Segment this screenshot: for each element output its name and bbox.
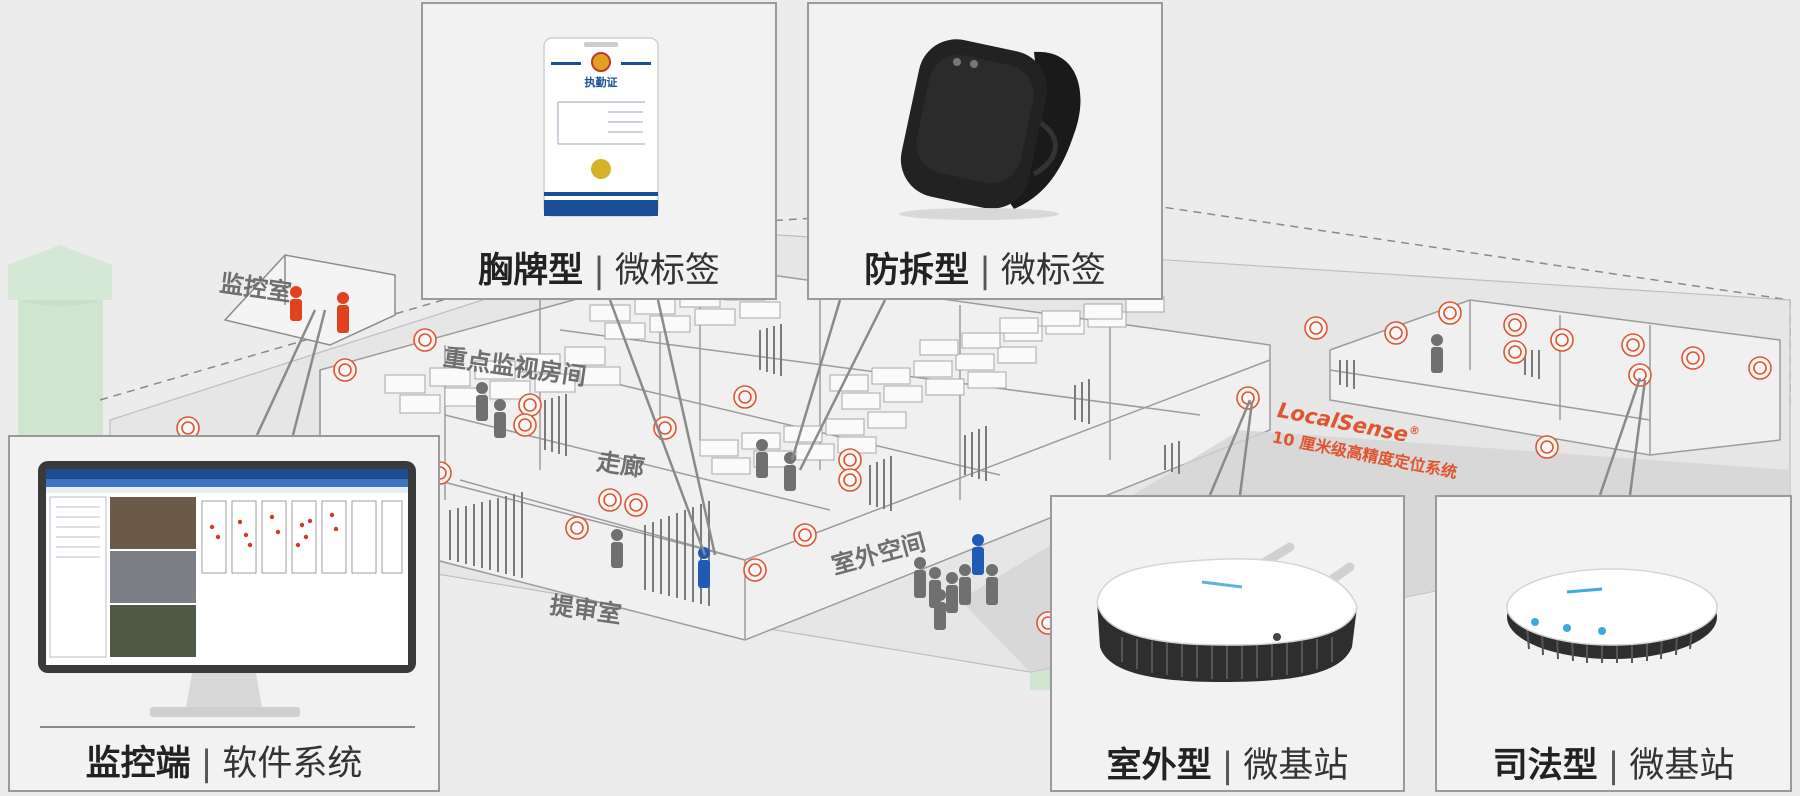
panel-outdoor-station: 室外型|微基站	[1050, 495, 1405, 792]
monitor-caption: 监控端|软件系统	[10, 735, 438, 786]
monitor-separator: |	[200, 744, 213, 784]
area-corridor: 走廊	[594, 447, 647, 483]
wristband-category: 微标签	[1000, 251, 1106, 291]
monitor-room-platform	[223, 254, 396, 346]
badge-type: 胸牌型	[478, 251, 584, 291]
monitor-illustration	[38, 461, 416, 728]
desks	[384, 283, 1165, 475]
wristband-separator: |	[979, 251, 991, 291]
wristband-type: 防拆型	[864, 251, 970, 291]
base-station-markers	[176, 301, 1772, 635]
outdoor-station-separator: |	[1221, 746, 1234, 786]
badge-caption: 胸牌型|微标签	[423, 242, 775, 293]
judicial-station-type: 司法型	[1492, 746, 1598, 786]
badge-illustration	[543, 37, 659, 217]
outdoor-station-caption: 室外型|微基站	[1052, 737, 1403, 788]
panel-wristband-tag: 防拆型|微标签	[807, 2, 1163, 300]
people-blue	[698, 534, 984, 588]
people-red	[290, 286, 349, 333]
monitor-type: 监控端	[85, 744, 191, 784]
judicial-station-illustration	[1506, 568, 1718, 663]
judicial-station-separator: |	[1607, 746, 1620, 786]
monitor-category: 软件系统	[222, 744, 363, 784]
judicial-station-caption: 司法型|微基站	[1437, 737, 1790, 788]
outdoor-station-type: 室外型	[1106, 746, 1212, 786]
wristband-illustration	[899, 39, 1081, 220]
badge-card-title: 执勤证	[584, 76, 618, 89]
badge-separator: |	[593, 251, 605, 291]
people-gray	[476, 334, 1443, 630]
badge-category: 微标签	[614, 251, 720, 291]
panel-judicial-station: 司法型|微基站	[1435, 495, 1792, 792]
panel-monitor-software: 监控端|软件系统	[8, 435, 440, 792]
callout-lines	[255, 299, 1647, 556]
outdoor-station-category: 微基站	[1243, 746, 1349, 786]
judicial-station-category: 微基站	[1629, 746, 1735, 786]
outdoor-station-illustration	[1096, 542, 1358, 682]
panel-badge-tag: 执勤证 胸牌型|微标签	[421, 2, 777, 300]
green-tower-left	[8, 245, 112, 440]
wristband-caption: 防拆型|微标签	[809, 242, 1161, 293]
